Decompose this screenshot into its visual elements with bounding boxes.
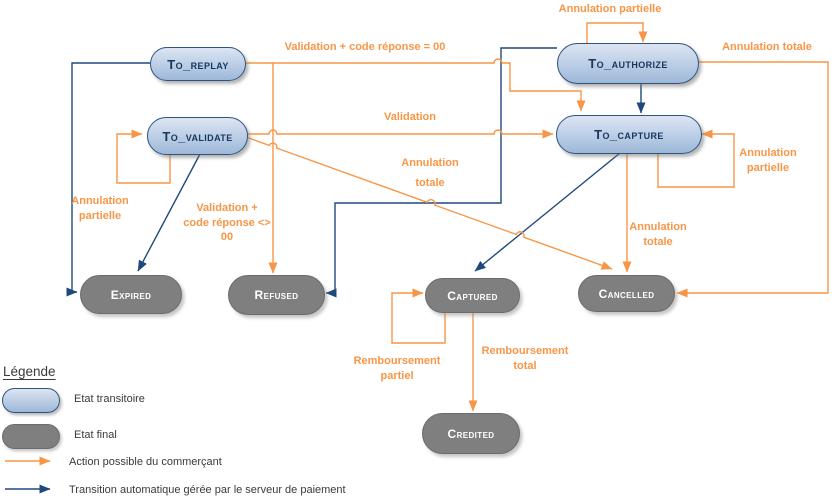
legend-item-etat-transitoire: Etat transitoire	[74, 393, 145, 405]
edge-captured-selfloop	[391, 288, 446, 344]
label-validation-code-not-00: Validation + code réponse <> 00	[183, 202, 271, 243]
node-refused: Refused	[228, 275, 325, 315]
legend-item-action-commercant: Action possible du commerçant	[69, 456, 222, 468]
edge-tocapture-captured	[474, 152, 621, 272]
edge-tovalidate-tocapture-validation	[246, 129, 554, 139]
edge-tocapture-selfloop	[657, 129, 735, 188]
edge-toauthorize-selfloop	[586, 22, 648, 43]
edge-tovalidate-selfloop	[116, 129, 171, 184]
label-remboursement-total: Remboursement total	[481, 345, 569, 372]
edge-toauthorize-cancelled	[676, 61, 829, 298]
label-annulation-totale-validate: Annulation totale	[401, 157, 459, 189]
edge-toreplay-expired	[66, 62, 150, 297]
edge-tovalidate-expired	[137, 153, 201, 272]
merchant-actions	[116, 22, 829, 412]
legend-final-pill	[2, 424, 60, 449]
legend-item-transition-automatique: Transition automatique gérée par le serv…	[69, 484, 346, 496]
legend-item-etat-final: Etat final	[74, 429, 117, 441]
label-validation: Validation	[384, 111, 436, 123]
label-annulation-partielle-authorize: Annulation partielle	[558, 3, 662, 15]
legend-arrow-samples	[5, 456, 51, 494]
edge-tovalidate-cancelled	[245, 136, 613, 270]
edge-toauthorize-refused	[325, 47, 557, 298]
label-remboursement-partiel: Remboursement partiel	[353, 355, 441, 382]
label-validation-code-00: Validation + code réponse = 00	[284, 41, 446, 53]
node-to-authorize: To_authorize	[557, 43, 699, 84]
node-to-capture: To_capture	[556, 115, 702, 154]
label-annulation-totale-authorize: Annulation totale	[722, 41, 812, 53]
legend-title: Légende	[3, 364, 56, 379]
node-cancelled: Cancelled	[578, 275, 675, 312]
legend-transitory-pill	[2, 388, 60, 413]
node-credited: Credited	[422, 413, 520, 454]
node-to-replay: To_replay	[150, 47, 246, 81]
node-captured: Captured	[425, 278, 520, 313]
label-annulation-partielle-validate: Annulation partielle	[71, 195, 129, 222]
label-annulation-partielle-capture: Annulation partielle	[739, 147, 797, 174]
node-expired: Expired	[80, 275, 182, 314]
automatic-transitions	[66, 47, 646, 298]
label-annulation-totale-capture: Annulation totale	[629, 221, 687, 248]
node-to-validate: To_validate	[147, 117, 248, 155]
edge-toreplay-tocapture-validation00	[244, 58, 586, 112]
